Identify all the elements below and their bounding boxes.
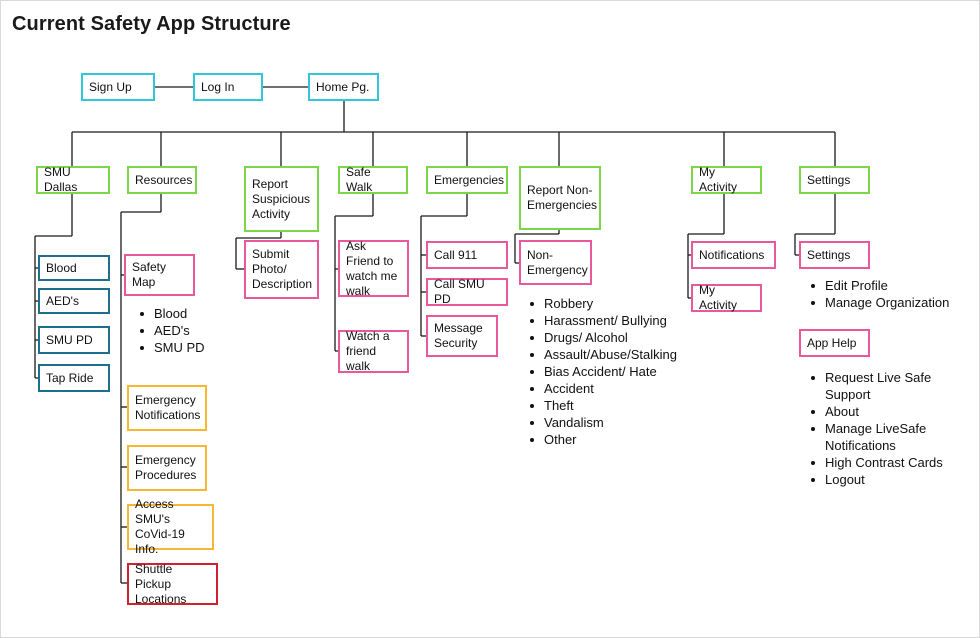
- item-label: AED's: [46, 293, 79, 308]
- category-smu-dallas[interactable]: SMU Dallas: [36, 165, 110, 194]
- item-label: Message Security: [434, 321, 483, 350]
- list-item: Assault/Abuse/Stalking: [528, 346, 677, 363]
- resource-safety-map[interactable]: Safety Map: [124, 254, 195, 296]
- list-item: High Contrast Cards: [809, 454, 959, 471]
- list-item: Accident: [528, 380, 677, 397]
- app-help-node[interactable]: App Help: [799, 329, 870, 357]
- category-label: Report Non-Emergencies: [527, 183, 598, 212]
- list-item: AED's: [138, 322, 205, 339]
- item-label: My Activity: [699, 283, 738, 312]
- smu-dallas-item-smu-pd[interactable]: SMU PD: [38, 326, 110, 354]
- my-activity-item[interactable]: My Activity: [691, 283, 762, 312]
- category-settings[interactable]: Settings: [799, 166, 870, 194]
- smu-dallas-item-tap-ride[interactable]: Tap Ride: [38, 364, 110, 392]
- list-item: Harassment/ Bullying: [528, 312, 677, 329]
- list-item: About: [809, 403, 959, 420]
- item-label: Emergency Procedures: [135, 453, 197, 482]
- category-resources[interactable]: Resources: [127, 166, 197, 194]
- list-item: Robbery: [528, 295, 677, 312]
- list-item: Other: [528, 431, 677, 448]
- item-label: Shuttle Pickup Locations: [135, 561, 187, 606]
- item-label: Access SMU's CoVid-19 Info.: [135, 497, 185, 556]
- category-safe-walk[interactable]: Safe Walk: [338, 165, 408, 194]
- category-report-non-emergencies[interactable]: Report Non-Emergencies: [519, 166, 601, 230]
- list-item: SMU PD: [138, 339, 205, 356]
- resource-emergency-notifications[interactable]: Emergency Notifications: [127, 385, 207, 431]
- home-page-node[interactable]: Home Pg.: [308, 73, 379, 101]
- category-label: My Activity: [699, 165, 738, 194]
- category-emergencies[interactable]: Emergencies: [426, 166, 508, 194]
- item-label: Blood: [46, 260, 77, 275]
- watch-a-friend-walk[interactable]: Watch a friend walk: [338, 329, 409, 373]
- category-label: Settings: [807, 172, 851, 187]
- list-item: Drugs/ Alcohol: [528, 329, 677, 346]
- non-emergency-node[interactable]: Non-Emergency: [519, 240, 592, 285]
- call-911[interactable]: Call 911: [426, 241, 508, 269]
- category-label: Emergencies: [434, 172, 505, 187]
- item-label: Safety Map: [132, 260, 167, 289]
- list-item: Manage LiveSafe Notifications: [809, 420, 959, 454]
- settings-node[interactable]: Settings: [799, 241, 870, 269]
- list-item: Vandalism: [528, 414, 677, 431]
- log-in-node[interactable]: Log In: [193, 73, 263, 101]
- non-emergency-list: Robbery Harassment/ Bullying Drugs/ Alco…: [528, 295, 677, 448]
- item-label: Settings: [807, 247, 851, 262]
- category-label: Safe Walk: [346, 165, 373, 194]
- item-label: Emergency Notifications: [135, 393, 201, 422]
- submit-photo-description[interactable]: Submit Photo/ Description: [244, 240, 319, 299]
- item-label: Call SMU PD: [434, 277, 485, 306]
- category-label: SMU Dallas: [44, 165, 78, 194]
- category-my-activity[interactable]: My Activity: [691, 165, 762, 194]
- resource-emergency-procedures[interactable]: Emergency Procedures: [127, 445, 207, 491]
- sign-up-label: Sign Up: [89, 79, 132, 94]
- item-label: Notifications: [699, 247, 765, 262]
- message-security[interactable]: Message Security: [426, 315, 498, 357]
- list-item: Edit Profile: [809, 277, 949, 294]
- sign-up-node[interactable]: Sign Up: [81, 73, 155, 101]
- list-item: Theft: [528, 397, 677, 414]
- item-label: Call 911: [434, 247, 478, 262]
- smu-dallas-item-aeds[interactable]: AED's: [38, 288, 110, 314]
- log-in-label: Log In: [201, 79, 235, 94]
- item-label: SMU PD: [46, 332, 93, 347]
- list-item: Bias Accident/ Hate: [528, 363, 677, 380]
- category-label: Resources: [135, 172, 193, 187]
- list-item: Manage Organization: [809, 294, 949, 311]
- item-label: Watch a friend walk: [346, 329, 390, 373]
- category-label: Report Suspicious Activity: [252, 176, 311, 221]
- resource-covid-info[interactable]: Access SMU's CoVid-19 Info.: [127, 497, 214, 556]
- item-label: Submit Photo/ Description: [252, 247, 313, 291]
- list-item: Request Live Safe Support: [809, 369, 959, 403]
- smu-dallas-item-blood[interactable]: Blood: [38, 255, 110, 281]
- item-label: Tap Ride: [46, 370, 94, 385]
- ask-friend-to-watch[interactable]: Ask Friend to watch me walk: [338, 238, 409, 298]
- app-help-list: Request Live Safe Support About Manage L…: [809, 369, 959, 488]
- home-page-label: Home Pg.: [316, 79, 370, 94]
- page-title: Current Safety App Structure: [12, 13, 291, 35]
- category-report-suspicious-activity[interactable]: Report Suspicious Activity: [244, 166, 319, 232]
- my-activity-notifications[interactable]: Notifications: [691, 241, 776, 269]
- resource-shuttle-pickup[interactable]: Shuttle Pickup Locations: [127, 561, 218, 606]
- item-label: Ask Friend to watch me walk: [346, 238, 398, 298]
- list-item: Blood: [138, 305, 205, 322]
- item-label: App Help: [807, 335, 857, 350]
- settings-list: Edit Profile Manage Organization: [809, 277, 949, 311]
- safety-map-list: Blood AED's SMU PD: [138, 305, 205, 356]
- call-smu-pd[interactable]: Call SMU PD: [426, 277, 508, 306]
- list-item: Logout: [809, 471, 959, 488]
- item-label: Non-Emergency: [527, 247, 588, 277]
